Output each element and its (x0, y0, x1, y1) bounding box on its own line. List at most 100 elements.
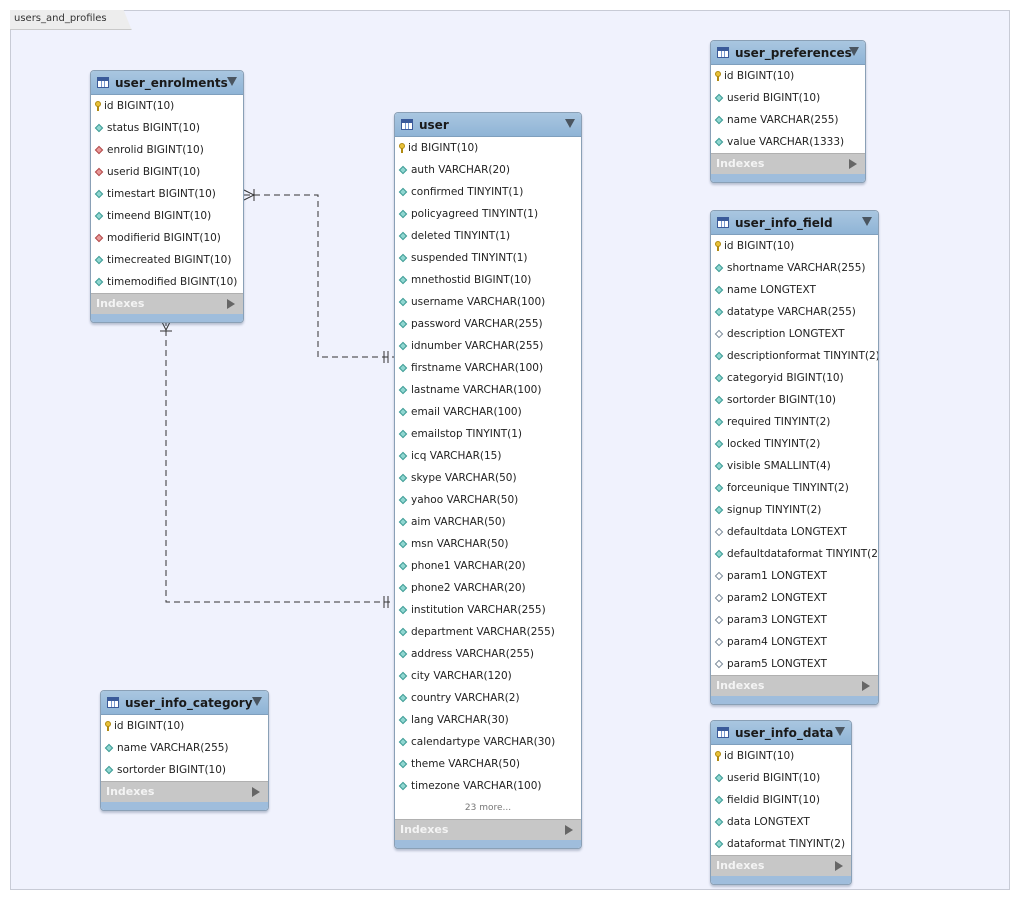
column-row[interactable]: calendartype VARCHAR(30) (395, 731, 581, 753)
more-columns-label[interactable]: 23 more... (464, 803, 512, 813)
column-row[interactable]: suspended TINYINT(1) (395, 247, 581, 269)
table-header[interactable]: user_info_data (711, 721, 851, 745)
column-row[interactable]: timemodified BIGINT(10) (91, 271, 243, 293)
column-row[interactable]: emailstop TINYINT(1) (395, 423, 581, 445)
column-row[interactable]: categoryid BIGINT(10) (711, 367, 878, 389)
column-row[interactable]: description LONGTEXT (711, 323, 878, 345)
column-row[interactable]: name VARCHAR(255) (711, 109, 865, 131)
column-row[interactable]: status BIGINT(10) (91, 117, 243, 139)
column-row[interactable]: param1 LONGTEXT (711, 565, 878, 587)
column-row[interactable]: auth VARCHAR(20) (395, 159, 581, 181)
column-row[interactable]: data LONGTEXT (711, 811, 851, 833)
column-row[interactable]: param3 LONGTEXT (711, 609, 878, 631)
column-row[interactable]: id BIGINT(10) (711, 745, 851, 767)
table-header[interactable]: user_enrolments (91, 71, 243, 95)
column-row[interactable]: city VARCHAR(120) (395, 665, 581, 687)
column-row[interactable]: descriptionformat TINYINT(2) (711, 345, 878, 367)
indexes-section[interactable]: Indexes (395, 819, 581, 840)
layer-name-tab[interactable]: users_and_profiles (10, 10, 132, 30)
indexes-section[interactable]: Indexes (711, 675, 878, 696)
column-row[interactable]: required TINYINT(2) (711, 411, 878, 433)
column-row[interactable]: firstname VARCHAR(100) (395, 357, 581, 379)
indexes-section[interactable]: Indexes (711, 855, 851, 876)
column-row[interactable]: msn VARCHAR(50) (395, 533, 581, 555)
column-row[interactable]: department VARCHAR(255) (395, 621, 581, 643)
column-row[interactable]: password VARCHAR(255) (395, 313, 581, 335)
column-row[interactable]: aim VARCHAR(50) (395, 511, 581, 533)
column-row[interactable]: dataformat TINYINT(2) (711, 833, 851, 855)
column-row[interactable]: modifierid BIGINT(10) (91, 227, 243, 249)
column-row[interactable]: shortname VARCHAR(255) (711, 257, 878, 279)
column-row[interactable]: idnumber VARCHAR(255) (395, 335, 581, 357)
collapse-arrow-icon[interactable] (862, 217, 872, 226)
column-row[interactable]: defaultdataformat TINYINT(2) (711, 543, 878, 565)
column-row[interactable]: sortorder BIGINT(10) (101, 759, 268, 781)
column-row[interactable]: icq VARCHAR(15) (395, 445, 581, 467)
expand-arrow-icon[interactable] (227, 299, 235, 309)
column-row[interactable]: defaultdata LONGTEXT (711, 521, 878, 543)
column-row[interactable]: value VARCHAR(1333) (711, 131, 865, 153)
column-row[interactable]: policyagreed TINYINT(1) (395, 203, 581, 225)
column-row[interactable]: phone1 VARCHAR(20) (395, 555, 581, 577)
column-row[interactable]: param2 LONGTEXT (711, 587, 878, 609)
column-row[interactable]: yahoo VARCHAR(50) (395, 489, 581, 511)
indexes-section[interactable]: Indexes (101, 781, 268, 802)
indexes-section[interactable]: Indexes (91, 293, 243, 314)
column-row[interactable]: id BIGINT(10) (711, 235, 878, 257)
column-row[interactable]: institution VARCHAR(255) (395, 599, 581, 621)
column-row[interactable]: sortorder BIGINT(10) (711, 389, 878, 411)
column-row[interactable]: param5 LONGTEXT (711, 653, 878, 675)
column-row[interactable]: fieldid BIGINT(10) (711, 789, 851, 811)
column-row[interactable]: deleted TINYINT(1) (395, 225, 581, 247)
column-row[interactable]: theme VARCHAR(50) (395, 753, 581, 775)
table-header[interactable]: user (395, 113, 581, 137)
column-row[interactable]: visible SMALLINT(4) (711, 455, 878, 477)
collapse-arrow-icon[interactable] (835, 727, 845, 736)
column-row[interactable]: phone2 VARCHAR(20) (395, 577, 581, 599)
column-row[interactable]: locked TINYINT(2) (711, 433, 878, 455)
table-header[interactable]: user_preferences (711, 41, 865, 65)
column-row[interactable]: enrolid BIGINT(10) (91, 139, 243, 161)
expand-arrow-icon[interactable] (565, 825, 573, 835)
column-row[interactable]: signup TINYINT(2) (711, 499, 878, 521)
column-row[interactable]: datatype VARCHAR(255) (711, 301, 878, 323)
column-row[interactable]: email VARCHAR(100) (395, 401, 581, 423)
column-row[interactable]: name LONGTEXT (711, 279, 878, 301)
column-row[interactable]: param4 LONGTEXT (711, 631, 878, 653)
indexes-section[interactable]: Indexes (711, 153, 865, 174)
expand-arrow-icon[interactable] (835, 861, 843, 871)
column-row[interactable]: address VARCHAR(255) (395, 643, 581, 665)
column-row[interactable]: lang VARCHAR(30) (395, 709, 581, 731)
column-row[interactable]: timecreated BIGINT(10) (91, 249, 243, 271)
column-row[interactable]: confirmed TINYINT(1) (395, 181, 581, 203)
table-header[interactable]: user_info_category (101, 691, 268, 715)
column-row[interactable]: name VARCHAR(255) (101, 737, 268, 759)
collapse-arrow-icon[interactable] (227, 77, 237, 86)
column-row[interactable]: forceunique TINYINT(2) (711, 477, 878, 499)
expand-arrow-icon[interactable] (849, 159, 857, 169)
expand-arrow-icon[interactable] (252, 787, 260, 797)
column-row[interactable]: country VARCHAR(2) (395, 687, 581, 709)
column-row[interactable]: skype VARCHAR(50) (395, 467, 581, 489)
column-row[interactable]: id BIGINT(10) (711, 65, 865, 87)
column-row[interactable]: mnethostid BIGINT(10) (395, 269, 581, 291)
column-row[interactable]: timezone VARCHAR(100) (395, 775, 581, 797)
table-header[interactable]: user_info_field (711, 211, 878, 235)
column-row[interactable]: id BIGINT(10) (395, 137, 581, 159)
column-row[interactable]: timestart BIGINT(10) (91, 183, 243, 205)
collapse-arrow-icon[interactable] (252, 697, 262, 706)
column-row[interactable]: id BIGINT(10) (91, 95, 243, 117)
column-row[interactable]: userid BIGINT(10) (711, 767, 851, 789)
column-row[interactable]: timeend BIGINT(10) (91, 205, 243, 227)
column-row[interactable]: userid BIGINT(10) (91, 161, 243, 183)
column-row[interactable]: userid BIGINT(10) (711, 87, 865, 109)
column-row[interactable]: lastname VARCHAR(100) (395, 379, 581, 401)
column-row[interactable]: id BIGINT(10) (101, 715, 268, 737)
expand-arrow-icon[interactable] (862, 681, 870, 691)
